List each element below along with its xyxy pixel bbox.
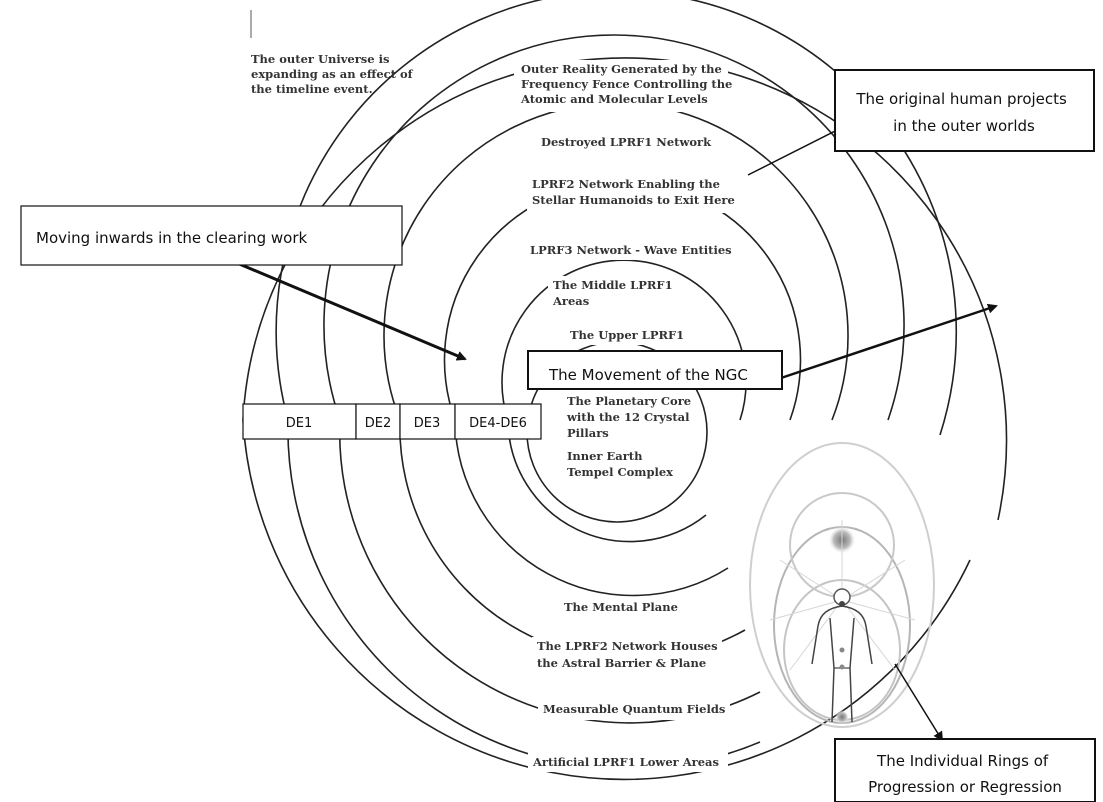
callout-moving-inwards: Moving inwards in the clearing work — [20, 205, 403, 266]
lprf2-stellar-label: LPRF2 Network Enabling the Stellar Human… — [532, 177, 735, 207]
label-masks — [514, 60, 739, 772]
arrows — [217, 121, 998, 742]
destroyed-lprf1-label: Destroyed LPRF1 Network — [541, 135, 712, 149]
callout-individual-rings: The Individual Rings of Progression or R… — [834, 738, 1096, 802]
universe-note: The outer Universe is expanding as an ef… — [251, 52, 417, 96]
astral-label: The LPRF2 Network Houses the Astral Barr… — [537, 639, 722, 670]
ring-upper-lprf1-lower — [507, 419, 707, 543]
upper-lprf1-label: The Upper LPRF1 — [570, 328, 684, 342]
density-de2: DE2 — [365, 416, 392, 431]
moving-inwards-text: Moving inwards in the clearing work — [36, 229, 308, 247]
lprf3-wave-label: LPRF3 Network - Wave Entities — [530, 243, 732, 257]
ring-labels: Outer Reality Generated by the Frequency… — [520, 62, 736, 769]
ring-outer-reality-lower — [242, 419, 971, 781]
arrow-individual-rings — [894, 663, 944, 742]
density-de3: DE3 — [414, 416, 441, 431]
artificial-lprf1-label: Artificial LPRF1 Lower Areas — [532, 755, 719, 769]
ngc-movement-text: The Movement of the NGC — [548, 366, 748, 384]
middle-lprf1-label: The Middle LPRF1 Areas — [552, 278, 677, 308]
original-projects-text: The original human projects in the outer… — [855, 90, 1071, 135]
callout-ngc-movement: The Movement of the NGC — [527, 350, 783, 390]
arrow-ngc-movement — [780, 303, 998, 380]
ring-middle-lprf1-lower — [454, 419, 729, 597]
density-de1: DE1 — [286, 416, 313, 431]
arrow-moving-inwards — [217, 253, 467, 361]
callout-original-projects: The original human projects in the outer… — [834, 69, 1095, 152]
density-de4-de6: DE4-DE6 — [469, 416, 527, 431]
inner-earth-label: Inner Earth Tempel Complex — [567, 449, 673, 479]
quantum-fields-label: Measurable Quantum Fields — [543, 702, 725, 716]
density-bar: DE1 DE2 DE3 DE4-DE6 — [242, 403, 542, 440]
outer-reality-label: Outer Reality Generated by the Frequency… — [520, 62, 736, 106]
individual-rings-text: The Individual Rings of Progression or R… — [868, 752, 1062, 796]
human-figure-illustration — [749, 442, 935, 728]
planetary-core-label: The Planetary Core with the 12 Crystal P… — [566, 394, 695, 440]
mental-plane-label: The Mental Plane — [564, 600, 678, 614]
